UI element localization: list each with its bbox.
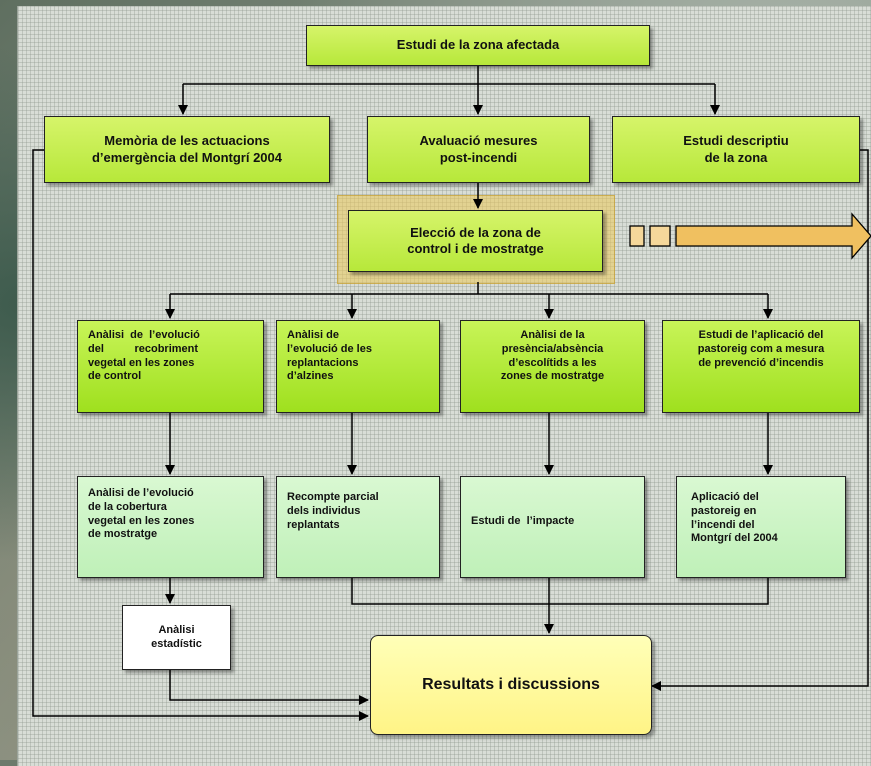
estadistic-line-1: Anàlisi xyxy=(158,623,195,636)
memoria-line-1: Memòria de les actuacions xyxy=(104,133,270,149)
row3-a-line-2: de la cobertura xyxy=(88,500,167,513)
row3-d-line-1: Aplicació del xyxy=(691,491,759,503)
avaluacio-line-2: post-incendi xyxy=(439,149,518,165)
memoria-box: Memòria de les actuacions d’emergència d… xyxy=(44,116,330,183)
estudi-impacte-box: Estudi de l’impacte xyxy=(460,476,645,578)
analisi-cobertura-box: Anàlisi de l’evolució de la cobertura ve… xyxy=(77,476,264,578)
analisi-recobriment-box: Anàlisi de l’evolució del recobriment ve… xyxy=(77,320,264,413)
row3-b-line-3: replantats xyxy=(287,518,340,531)
row3-b-line-2: dels individus xyxy=(287,504,361,517)
row3-c-line-1: Estudi de l’impacte xyxy=(471,515,575,527)
row3-d-line-2: pastoreig en xyxy=(691,504,757,517)
top-box-label: Estudi de la zona afectada xyxy=(396,37,560,53)
row2-c-line-2: presència/absència xyxy=(501,342,604,355)
eleccio-box: Elecció de la zona de control i de mostr… xyxy=(348,210,603,272)
estudi-descriptiu-line-1: Estudi descriptiu xyxy=(683,133,789,149)
row3-a-line-1: Anàlisi de l’evolució xyxy=(88,487,194,499)
memoria-line-2: d’emergència del Montgrí 2004 xyxy=(91,149,282,165)
row2-c-line-3: d’escolítids a les xyxy=(508,356,597,369)
row2-b-line-3: replantacions xyxy=(287,356,359,369)
row3-a-line-3: vegetal en les zones xyxy=(88,514,195,527)
row2-b-line-4: d’alzines xyxy=(287,370,334,383)
row2-c-line-1: Anàlisi de la xyxy=(520,329,585,341)
resultats-box: Resultats i discussions xyxy=(370,635,652,735)
row3-a-line-4: de mostratge xyxy=(88,528,158,541)
row3-b-line-1: Recompte parcial xyxy=(287,491,379,503)
avaluacio-line-1: Avaluació mesures xyxy=(419,133,538,149)
arrow-memoria-resultats xyxy=(32,149,369,721)
analisi-estadistic-box: Anàlisi estadístic xyxy=(122,605,231,670)
analisi-escolitids-box: Anàlisi de la presència/absència d’escol… xyxy=(460,320,645,413)
estudi-pastoreig-box: Estudi de l’aplicació del pastoreig com … xyxy=(662,320,860,413)
resultats-label: Resultats i discussions xyxy=(422,676,600,693)
row3-d-line-3: l’incendi del xyxy=(691,518,755,531)
avaluacio-box: Avaluació mesures post-incendi xyxy=(367,116,590,183)
eleccio-line-2: control i de mostratge xyxy=(407,241,544,256)
row3-d-line-4: Montgrí del 2004 xyxy=(691,532,778,545)
aplicacio-pastoreig-box: Aplicació del pastoreig en l’incendi del… xyxy=(676,476,846,578)
eleccio-line-1: Elecció de la zona de xyxy=(410,224,541,240)
arrow-estadistic-resultats xyxy=(169,669,369,705)
recompte-box: Recompte parcial dels individus replanta… xyxy=(276,476,440,578)
big-right-arrow xyxy=(629,212,871,260)
estudi-descriptiu-box: Estudi descriptiu de la zona xyxy=(612,116,860,183)
top-box: Estudi de la zona afectada xyxy=(306,25,650,66)
row2-b-line-2: l’evolució de les xyxy=(287,342,372,355)
collector-bottom xyxy=(351,577,769,605)
row2-a-line-2: del recobriment xyxy=(88,342,199,355)
analisi-replantacions-box: Anàlisi de l’evolució de les replantacio… xyxy=(276,320,440,413)
estadistic-line-2: estadístic xyxy=(151,637,202,650)
row2-d-line-3: de prevenció d’incendis xyxy=(698,356,824,369)
row2-c-line-4: zones de mostratge xyxy=(500,370,605,383)
row2-d-line-1: Estudi de l’aplicació del xyxy=(698,329,824,341)
row2-b-line-1: Anàlisi de xyxy=(287,329,339,341)
arrow-estudi-resultats xyxy=(651,149,869,691)
row2-a-line-4: de control xyxy=(88,370,142,383)
row2-a-line-1: Anàlisi de l’evolució xyxy=(88,329,200,341)
estudi-descriptiu-line-2: de la zona xyxy=(704,149,768,165)
row2-d-line-2: pastoreig com a mesura xyxy=(697,342,825,355)
row2-a-line-3: vegetal en les zones xyxy=(88,356,195,369)
